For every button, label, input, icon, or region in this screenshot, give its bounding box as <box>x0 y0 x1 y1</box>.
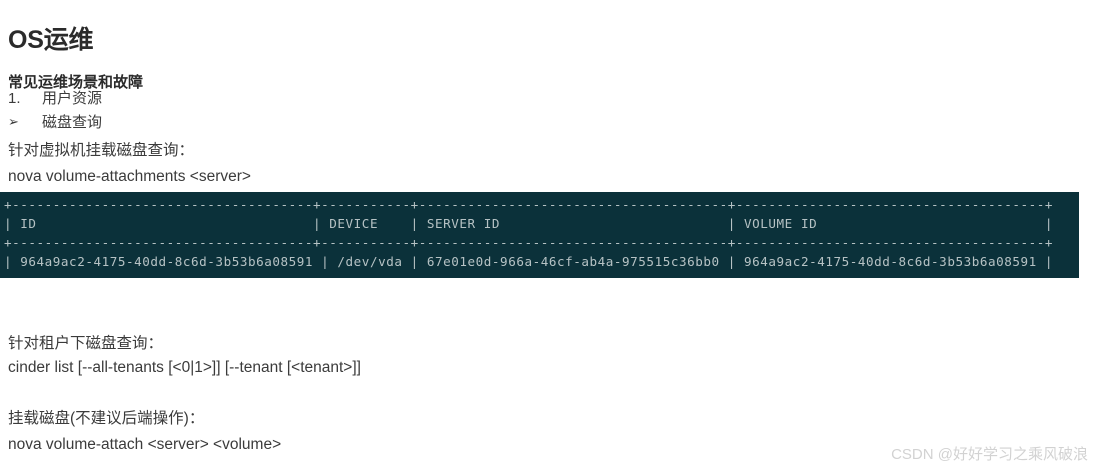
list-marker-number: 1. <box>8 90 21 107</box>
command-cinder-list: cinder list [--all-tenants [<0|1>]] [--t… <box>8 359 361 376</box>
command-nova-volume-attach: nova volume-attach <server> <volume> <box>8 436 282 453</box>
arrow-bullet-icon: ➢ <box>8 114 19 129</box>
section-heading: 常见运维场景和故障 <box>8 74 144 92</box>
csdn-watermark: CSDN @好好学习之乘风破浪 <box>891 446 1088 463</box>
list-item-label: 用户资源 <box>42 90 103 107</box>
list-item-label: 磁盘查询 <box>42 114 103 131</box>
paragraph-attach-disk: 挂载磁盘(不建议后端操作)： <box>8 410 205 427</box>
paragraph-tenant-disk-query: 针对租户下磁盘查询： <box>8 335 164 352</box>
terminal-table-text: +-------------------------------------+-… <box>4 197 1054 278</box>
paragraph-vm-disk-query: 针对虚拟机挂载磁盘查询： <box>8 142 195 159</box>
list-item: ➢ 磁盘查询 <box>8 112 102 133</box>
list-item: 1. 用户资源 <box>8 88 102 109</box>
terminal-output-block: +-------------------------------------+-… <box>0 192 1079 278</box>
command-nova-volume-attachments: nova volume-attachments <server> <box>8 168 251 185</box>
page-title: OS运维 <box>8 25 94 54</box>
